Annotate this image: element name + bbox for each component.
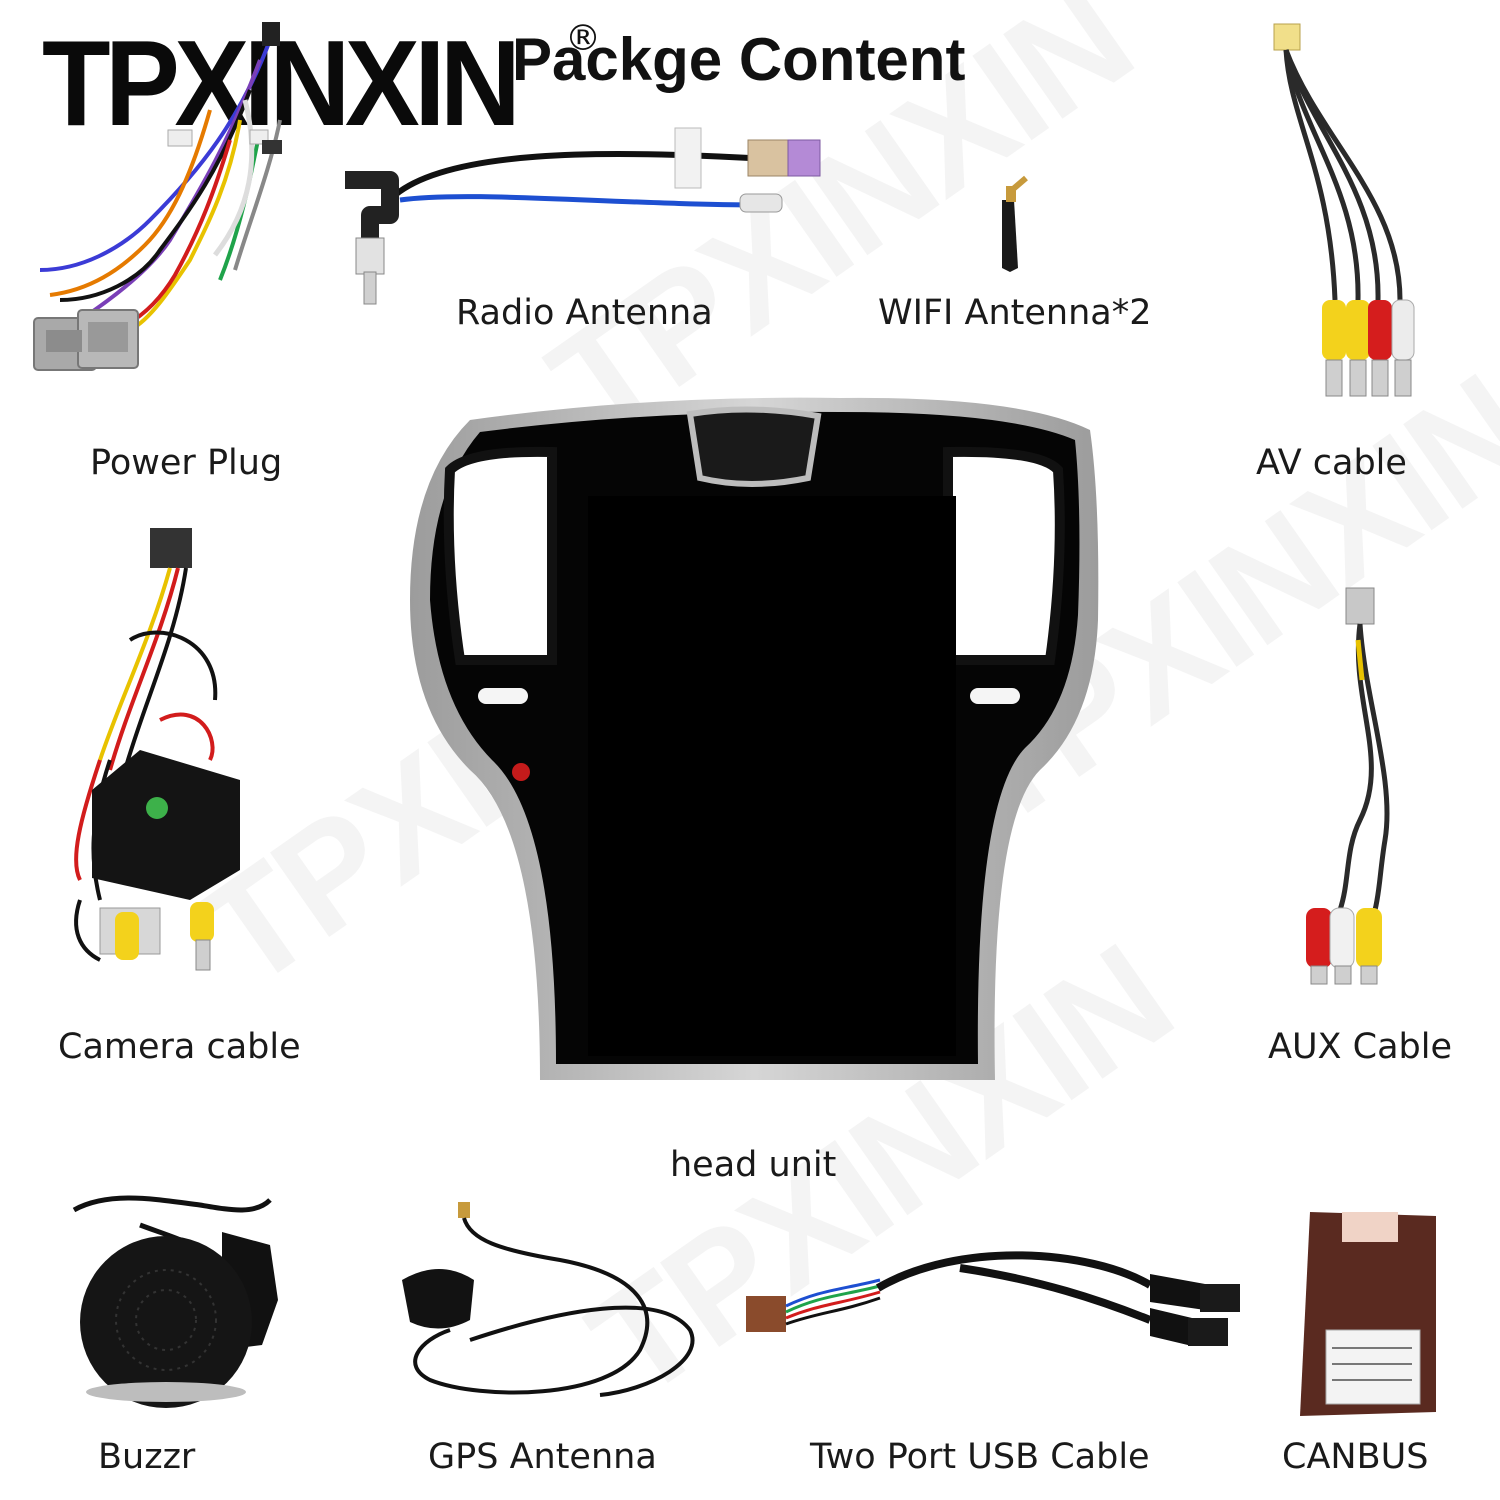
av-cable-label: AV cable	[1256, 443, 1407, 483]
buzzer-label: Buzzr	[98, 1437, 196, 1477]
usb-cable-label: Two Port USB Cable	[810, 1437, 1150, 1477]
aux-cable-label: AUX Cable	[1268, 1027, 1453, 1067]
wifi-antenna-label: WIFI Antenna*2	[878, 293, 1152, 333]
power-plug-label: Power Plug	[90, 443, 283, 483]
registered-mark: ®	[565, 18, 601, 59]
camera-cable-label: Camera cable	[58, 1027, 301, 1067]
brand-logo: TPXINXIN	[42, 15, 521, 151]
page-title: Packge Content	[512, 26, 966, 93]
head-unit-label: head unit	[670, 1145, 837, 1185]
radio-antenna-label: Radio Antenna	[456, 293, 713, 333]
gps-antenna-label: GPS Antenna	[428, 1437, 657, 1477]
canbus-label: CANBUS	[1282, 1437, 1429, 1477]
